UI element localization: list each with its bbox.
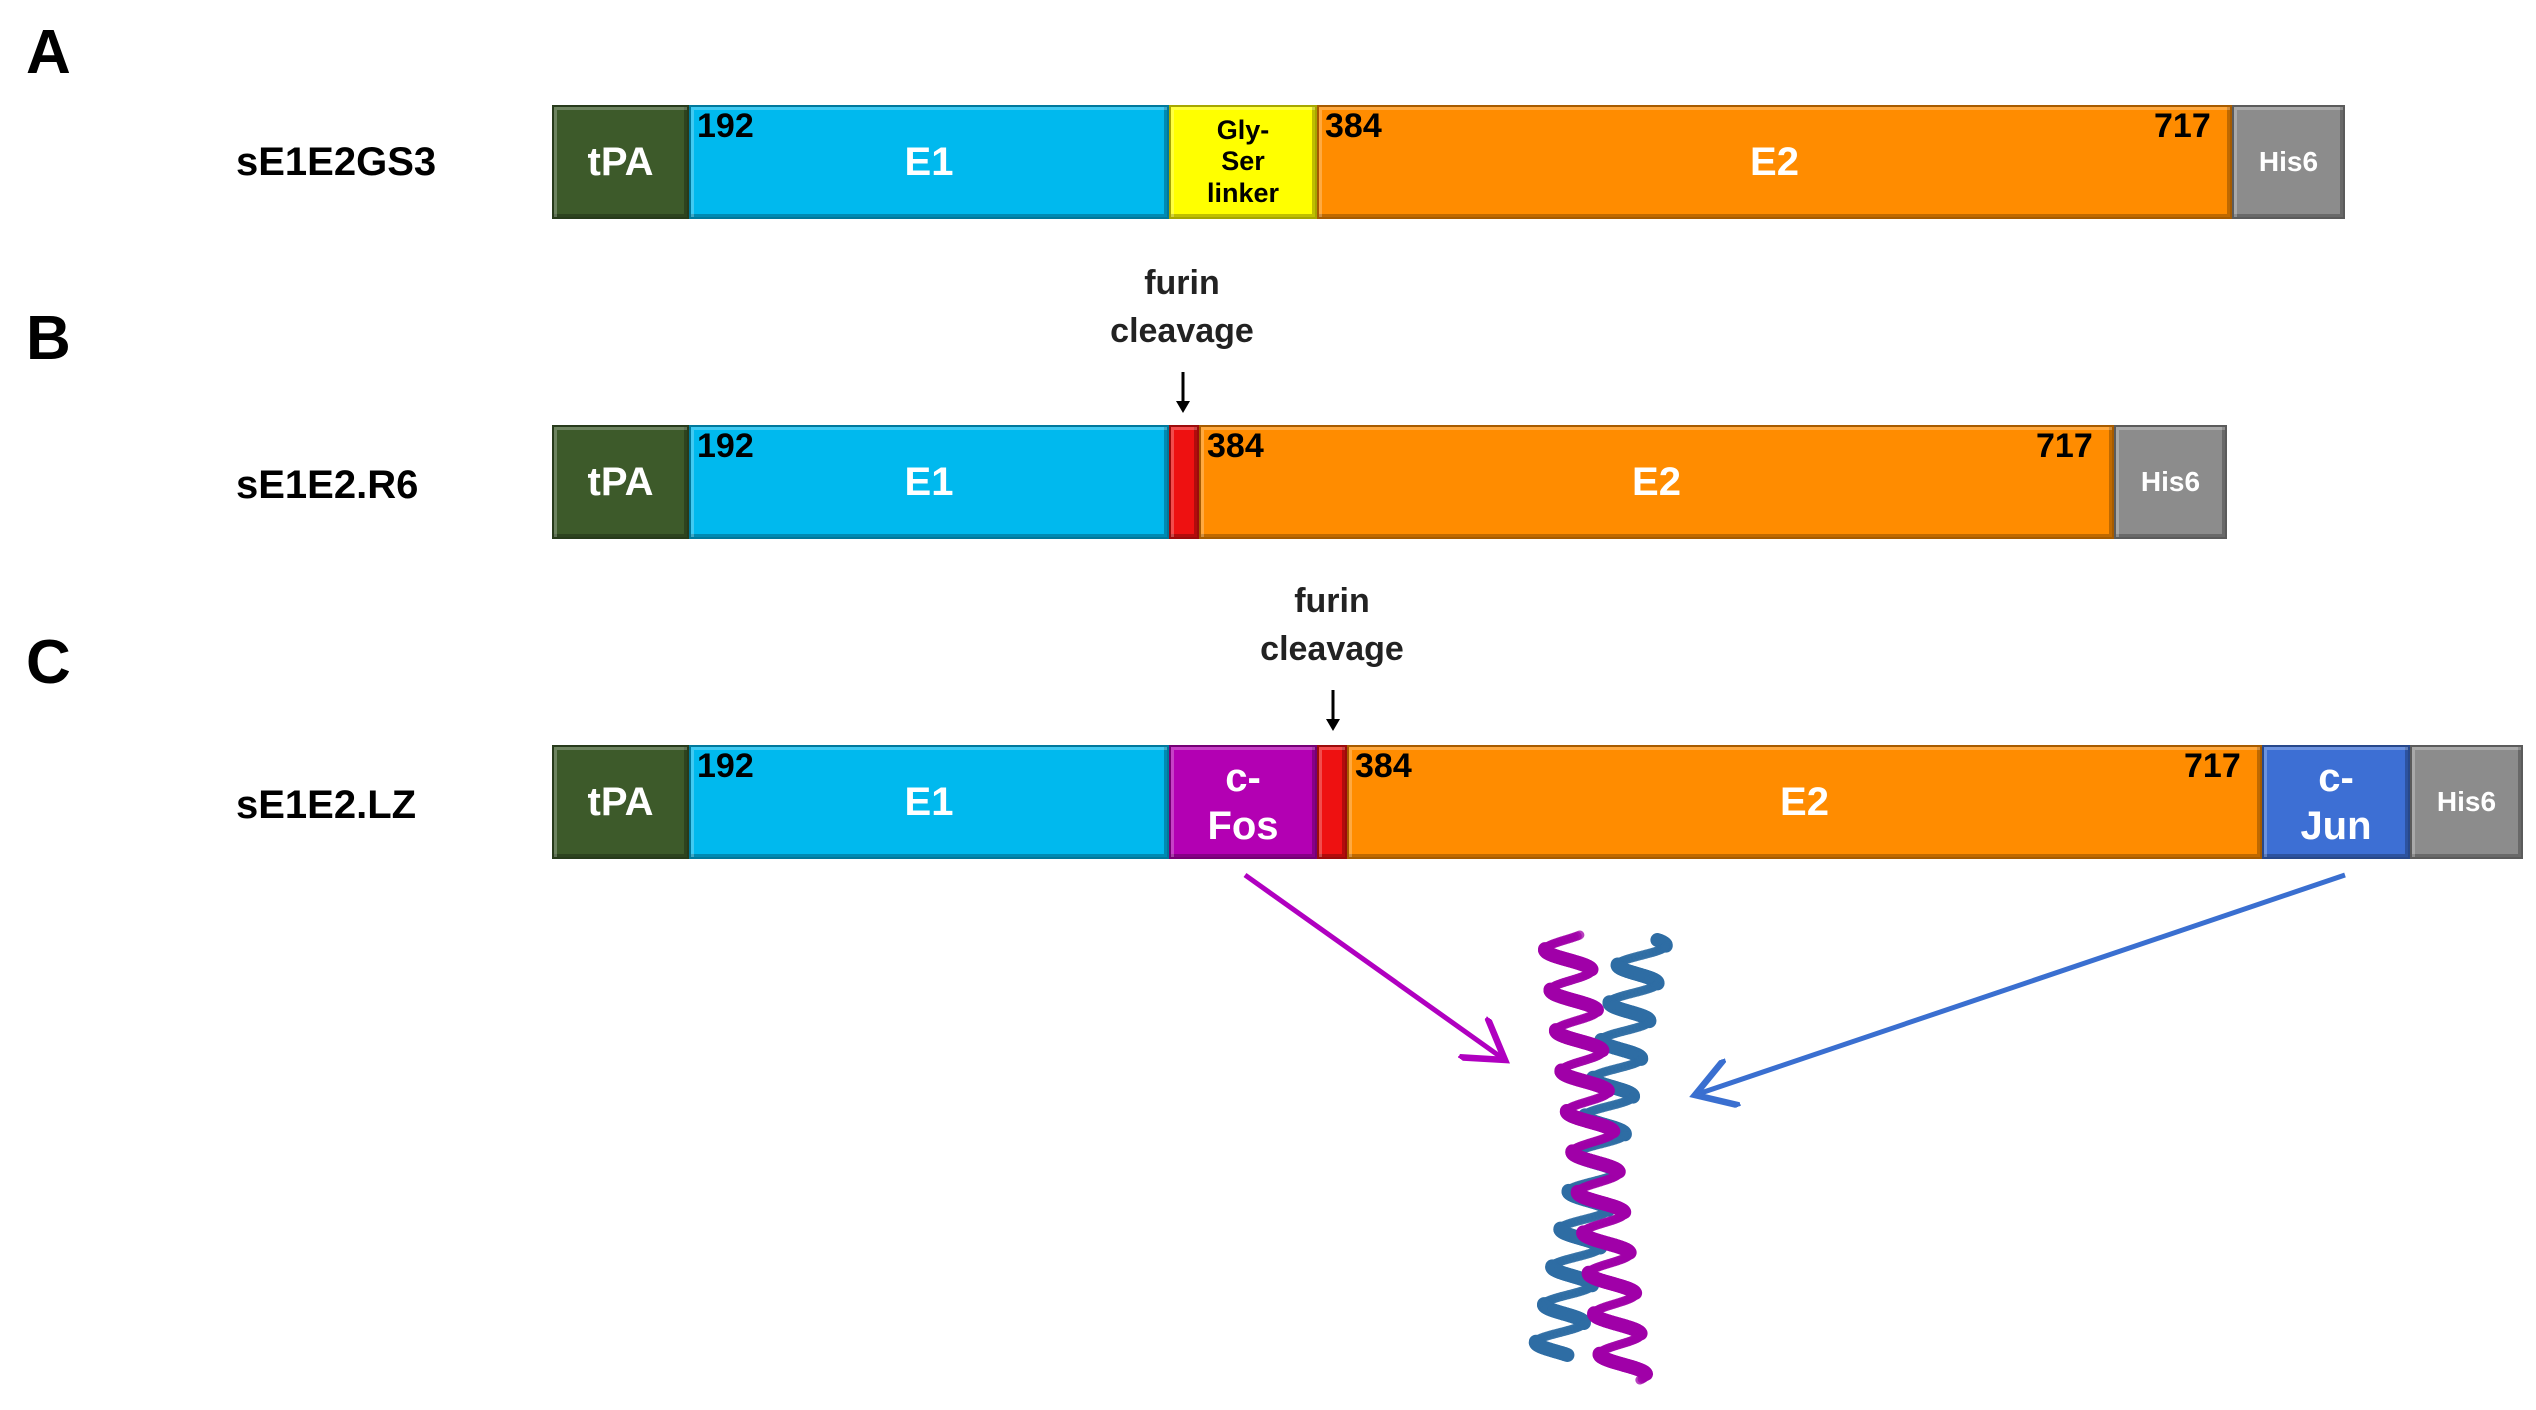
residue-start-number: 192 bbox=[697, 747, 754, 785]
residue-start-number: 384 bbox=[1325, 107, 1382, 145]
segment-cfos: c- Fos bbox=[1169, 745, 1317, 859]
c-fos-arrow bbox=[1243, 872, 1505, 1060]
segment-tpa: tPA bbox=[552, 745, 689, 859]
segment-his6: His6 bbox=[2410, 745, 2523, 859]
segment-label: E2 bbox=[1780, 780, 1829, 824]
construct-name: sE1E2GS3 bbox=[236, 140, 437, 184]
construct-name: sE1E2.LZ bbox=[236, 783, 417, 827]
segment-label: E1 bbox=[904, 460, 954, 504]
segment-label: His6 bbox=[2436, 786, 2497, 818]
segment-cjun: c- Jun bbox=[2262, 745, 2410, 859]
down-arrow-icon bbox=[1176, 372, 1190, 413]
residue-end-number: 717 bbox=[2184, 747, 2241, 785]
segment-tpa: tPA bbox=[552, 425, 689, 539]
panel-letter: A bbox=[26, 18, 71, 87]
c-jun-arrow bbox=[1695, 872, 2346, 1095]
segment-label: E2 bbox=[1632, 460, 1681, 504]
c-fos-helix bbox=[1538, 930, 1654, 1385]
construct-name: sE1E2.R6 bbox=[236, 463, 419, 507]
segment-e1: E1 bbox=[689, 425, 1169, 539]
segment-label: E1 bbox=[904, 780, 954, 824]
residue-start-number: 192 bbox=[697, 107, 754, 145]
segment-label: His6 bbox=[2258, 146, 2319, 178]
residue-start-number: 192 bbox=[697, 427, 754, 465]
segment-label: His6 bbox=[2140, 466, 2201, 498]
residue-end-number: 717 bbox=[2036, 427, 2093, 465]
segment-linker: Gly- Ser linker bbox=[1169, 105, 1317, 219]
segment-e1: E1 bbox=[689, 745, 1169, 859]
segment-label: Gly- Ser linker bbox=[1206, 115, 1280, 208]
panel-letter: B bbox=[26, 304, 71, 373]
segment-label: tPA bbox=[587, 460, 654, 504]
segment-label: E1 bbox=[904, 140, 954, 184]
segment-label: tPA bbox=[587, 140, 654, 184]
segment-label: E2 bbox=[1750, 140, 1799, 184]
panel-letter: C bbox=[26, 628, 71, 697]
furin-cleavage-label: furin cleavage bbox=[1260, 582, 1404, 668]
furin-cleavage-label: furin cleavage bbox=[1110, 264, 1254, 350]
residue-end-number: 717 bbox=[2154, 107, 2211, 145]
segment-e2: E2 bbox=[1317, 105, 2232, 219]
residue-start-number: 384 bbox=[1207, 427, 1264, 465]
segment-e2: E2 bbox=[1347, 745, 2262, 859]
residue-start-number: 384 bbox=[1355, 747, 1412, 785]
segment-tpa: tPA bbox=[552, 105, 689, 219]
segment-his6: His6 bbox=[2232, 105, 2345, 219]
segment-label: c- Jun bbox=[2300, 756, 2372, 848]
c-jun-helix bbox=[1528, 933, 1673, 1362]
segment-label: tPA bbox=[587, 780, 654, 824]
segment-furin-site bbox=[1317, 745, 1347, 859]
segment-his6: His6 bbox=[2114, 425, 2227, 539]
segment-e2: E2 bbox=[1199, 425, 2114, 539]
segment-e1: E1 bbox=[689, 105, 1169, 219]
segment-label: c- Fos bbox=[1207, 756, 1279, 848]
down-arrow-icon bbox=[1326, 690, 1340, 731]
segment-furin-site bbox=[1169, 425, 1199, 539]
